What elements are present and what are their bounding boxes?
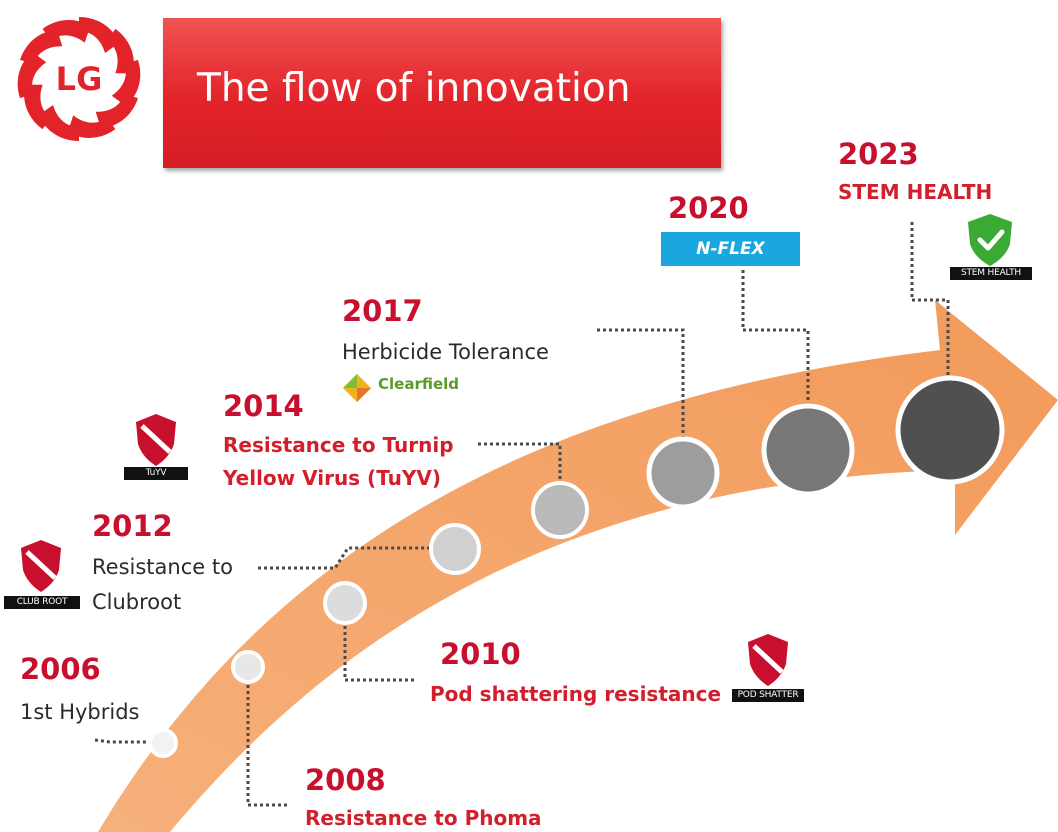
year-2023: 2023 — [838, 137, 919, 171]
title-2010: Pod shattering resistance — [430, 682, 722, 706]
year-2020: 2020 — [668, 191, 749, 225]
lg-logo-text: LG — [56, 60, 103, 98]
clearfield-logo-text: Clearfield — [378, 375, 460, 393]
connector-2006 — [94, 738, 150, 744]
connector-2012 — [258, 546, 440, 570]
title-2023: STEM HEALTH — [838, 180, 993, 204]
connector-2023 — [910, 222, 950, 380]
year-2010: 2010 — [440, 637, 521, 671]
year-2017: 2017 — [342, 294, 423, 328]
connector-2010 — [343, 620, 415, 682]
milestone-circle-2010 — [323, 581, 367, 625]
year-2006: 2006 — [20, 652, 101, 686]
stem-health-badge-icon — [968, 214, 1012, 266]
milestone-circle-2017 — [646, 436, 720, 510]
lg-logo-icon: LG — [17, 17, 141, 141]
milestone-circle-2012 — [429, 523, 481, 575]
tuyv-badge-label: TuYV — [124, 467, 188, 480]
milestone-circle-2006 — [148, 728, 178, 758]
title-2012-line1: Resistance to — [92, 555, 233, 579]
clubroot-badge-icon — [21, 540, 61, 592]
timeline-arrow — [98, 300, 1058, 832]
stem-health-badge-label: STEM HEALTH — [950, 267, 1032, 280]
title-2014-line1: Resistance to Turnip — [223, 433, 454, 457]
title-2014-line2: Yellow Virus (TuYV) — [223, 466, 441, 490]
title-2012-line2: Clubroot — [92, 590, 182, 614]
tuyv-badge-icon — [136, 414, 176, 466]
milestone-circle-2023 — [895, 375, 1005, 485]
clubroot-badge-label: CLUB ROOT — [4, 596, 80, 609]
year-2008: 2008 — [305, 763, 386, 797]
title-2006: 1st Hybrids — [20, 700, 140, 724]
pod-shatter-badge-icon — [748, 634, 788, 686]
milestone-circle-2014 — [531, 481, 589, 539]
connector-2017 — [597, 328, 685, 438]
connector-2008 — [246, 667, 290, 807]
nflex-tag: N-FLEX — [661, 232, 800, 266]
page-title: The flow of innovation — [197, 66, 631, 111]
title-2017: Herbicide Tolerance — [342, 340, 549, 364]
pod-shatter-badge-label: POD SHATTER — [732, 689, 804, 702]
title-2008: Resistance to Phoma — [305, 806, 542, 830]
year-2014: 2014 — [223, 389, 304, 423]
connector-2020 — [741, 270, 810, 400]
milestone-circle-2008 — [231, 650, 265, 684]
title-banner: The flow of innovation — [163, 18, 721, 168]
milestone-circle-2020 — [761, 403, 855, 497]
clearfield-logo-icon — [343, 374, 371, 402]
year-2012: 2012 — [92, 509, 173, 543]
